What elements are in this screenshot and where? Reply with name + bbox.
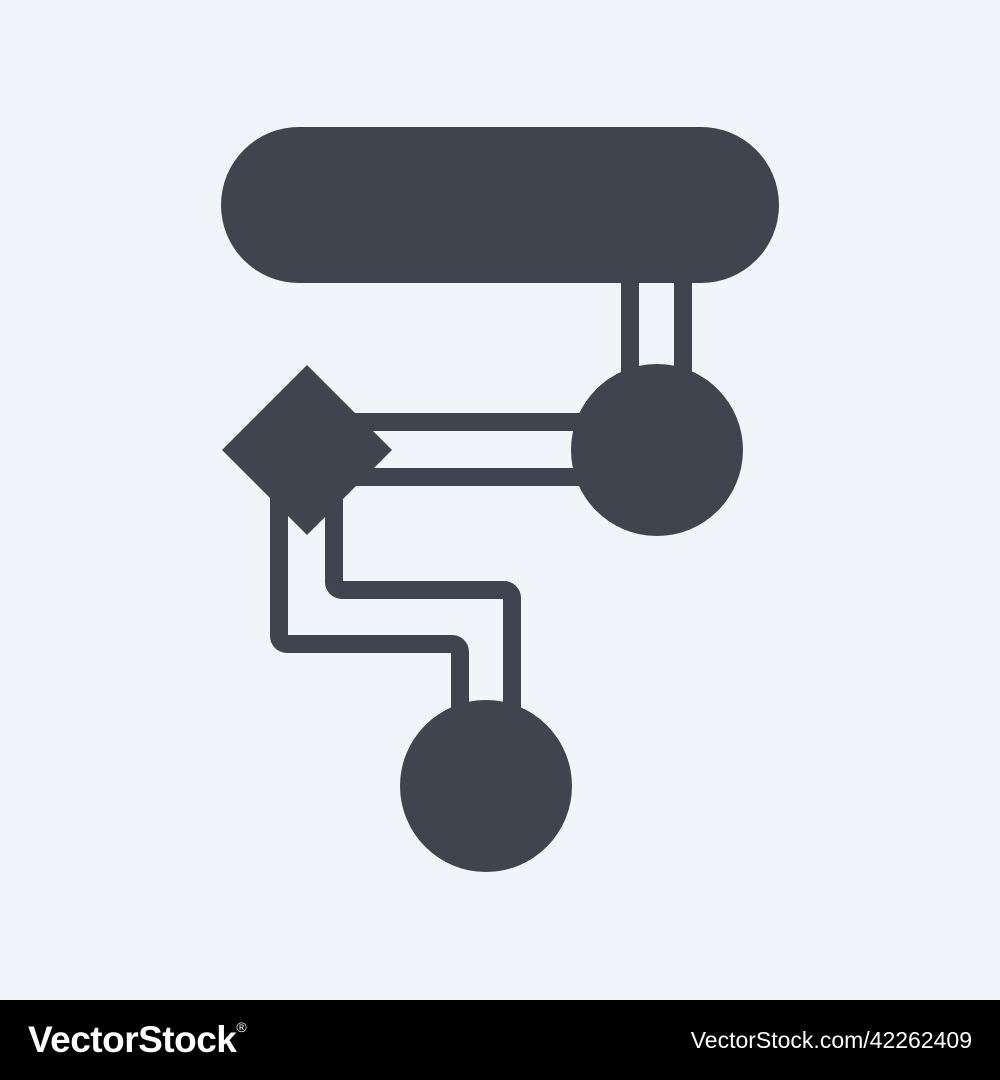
connector-line-middle (355, 413, 592, 486)
brand-logo: VectorStock® (28, 1019, 247, 1061)
process-circle-right (571, 364, 743, 536)
image-reference: VectorStock.com/42262409 (690, 1026, 972, 1053)
flowchart-glyph (221, 127, 779, 872)
process-circle-bottom (400, 700, 572, 872)
registered-mark: ® (236, 1019, 247, 1035)
decision-diamond-shape (222, 365, 392, 535)
icon-canvas (0, 0, 1000, 1000)
flowchart-icon (0, 0, 1000, 1000)
connector-line-top (621, 278, 692, 372)
brand-name: VectorStock (28, 1019, 237, 1060)
watermark-footer: VectorStock® VectorStock.com/42262409 (0, 1000, 1000, 1080)
terminator-shape (221, 127, 779, 283)
connector-line-bottom (270, 498, 521, 712)
